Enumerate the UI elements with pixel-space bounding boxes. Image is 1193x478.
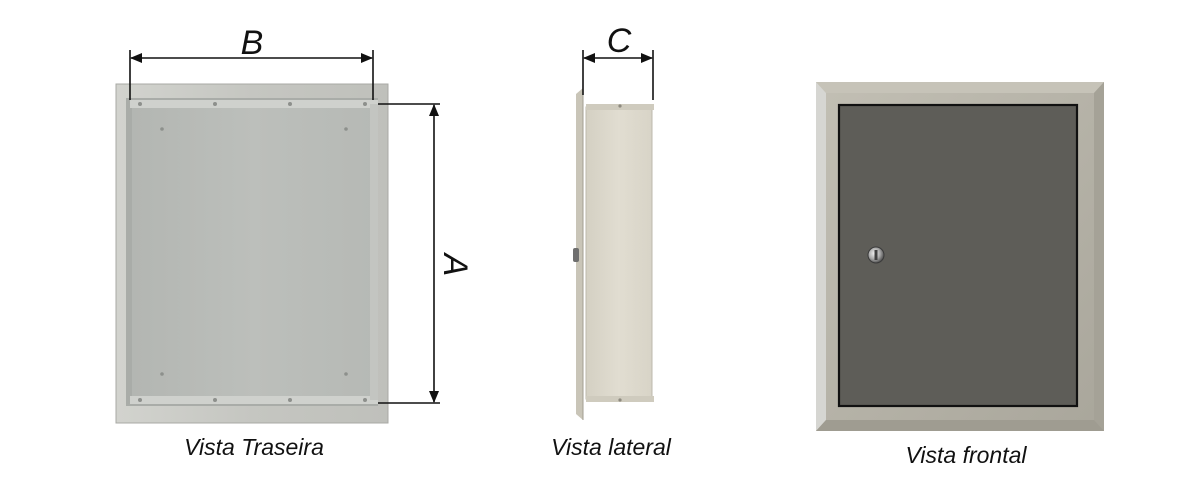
screw-icon xyxy=(618,398,622,402)
side-view-caption: Vista lateral xyxy=(551,434,671,460)
dimension-a xyxy=(378,103,440,404)
screw-icon xyxy=(344,372,348,376)
rear-top-flange xyxy=(130,100,378,108)
screw-icon xyxy=(344,127,348,131)
screw-icon xyxy=(363,102,367,106)
screw-icon xyxy=(160,372,164,376)
front-frame-bevel-bottom xyxy=(816,420,1104,431)
side-lock-knob xyxy=(573,248,579,262)
front-frame-bevel-top xyxy=(816,82,1104,93)
rear-right-flange xyxy=(370,104,378,400)
screw-icon xyxy=(288,102,292,106)
screw-icon xyxy=(160,127,164,131)
screw-icon xyxy=(213,102,217,106)
front-frame-bevel-right xyxy=(1094,82,1104,431)
screw-icon xyxy=(288,398,292,402)
screw-icon xyxy=(138,398,142,402)
front-view-caption: Vista frontal xyxy=(905,442,1027,468)
rear-view xyxy=(115,83,389,424)
dimension-b-label: B xyxy=(241,24,264,62)
side-body xyxy=(586,107,652,399)
rear-panel xyxy=(132,102,376,402)
side-flange xyxy=(576,88,583,420)
screw-icon xyxy=(363,398,367,402)
screw-icon xyxy=(618,104,622,108)
front-frame-bevel-left xyxy=(816,82,826,431)
dimension-c xyxy=(582,50,654,100)
rear-outer-frame-edge xyxy=(115,83,389,424)
side-view xyxy=(573,88,654,420)
rear-bottom-flange xyxy=(130,396,378,404)
front-view xyxy=(816,82,1104,431)
screw-icon xyxy=(213,398,217,402)
dimension-c-label: C xyxy=(607,22,632,60)
dimension-a-label: A xyxy=(436,252,474,277)
dimension-b xyxy=(129,50,374,100)
lock-icon xyxy=(867,246,885,264)
rear-screws xyxy=(138,102,367,402)
screw-icon xyxy=(138,102,142,106)
rear-view-caption: Vista Traseira xyxy=(184,434,324,460)
